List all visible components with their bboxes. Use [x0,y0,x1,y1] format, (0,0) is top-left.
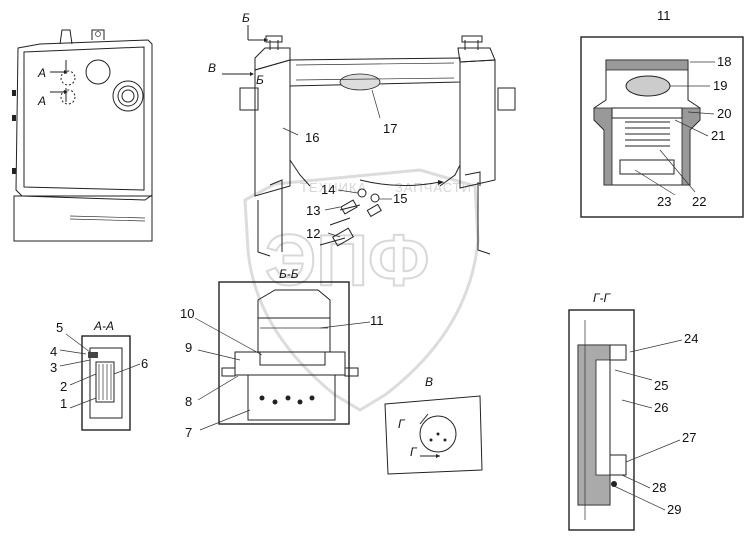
callout-29: 29 [667,502,681,517]
callout-24: 24 [684,331,698,346]
callout-21: 21 [711,128,725,143]
callout-26: 26 [654,400,668,415]
callout-11: 11 [370,313,384,328]
callout-14: 14 [321,182,335,197]
callout-27: 27 [682,430,696,445]
section-b-b: Б-Б [218,267,359,425]
callout-7: 7 [185,425,192,440]
callout-23: 23 [657,194,671,209]
detail-11: 11 [580,8,744,218]
arrow-label-v: В [208,61,216,75]
callout-25: 25 [654,378,668,393]
callout-16: 16 [305,130,319,145]
watermark-line1: ТЕХНИКА [300,180,367,195]
callout-9: 9 [185,340,192,355]
section-label-b-b: Б-Б [279,267,299,281]
section-a-a: А-А [81,319,131,431]
watermark-logo: ЭПФ [265,221,429,301]
callout-18: 18 [717,54,731,69]
callout-4: 4 [50,344,57,359]
callout-22: 22 [692,194,706,209]
callout-3: 3 [50,360,57,375]
callout-labels: 1 2 3 4 5 6 7 8 9 10 11 12 13 14 15 16 1… [50,54,731,517]
callout-28: 28 [652,480,666,495]
callout-8: 8 [185,394,192,409]
callout-19: 19 [713,78,727,93]
callout-2: 2 [60,379,67,394]
callout-1: 1 [60,396,67,411]
watermark-line2: ЗАПЧАСТИ [395,180,472,195]
leader-lines [59,61,715,511]
callout-12: 12 [306,226,320,241]
view-v: В Г Г [384,375,483,475]
callout-17: 17 [383,121,397,136]
callout-15: 15 [393,191,407,206]
watermark: ТЕХНИКА ЗАПЧАСТИ ЭПФ [243,168,480,412]
view-label-v: В [425,375,433,389]
callout-6: 6 [141,356,148,371]
arrow-label-a-bottom: А [37,94,46,108]
view-label-11: 11 [657,8,671,23]
callout-10: 10 [180,306,194,321]
arrow-label-a-top: А [37,66,46,80]
arrow-label-g-top: Г [398,417,406,431]
callout-5: 5 [56,320,63,335]
section-label-a-a: А-А [93,319,114,333]
callout-20: 20 [717,106,731,121]
section-label-g-g: Г-Г [593,291,612,305]
frame-assembly: В Б Б [208,11,516,257]
arrow-label-g-bottom: Г [410,445,418,459]
arrow-label-b-top: Б [242,11,250,25]
section-g-g: Г-Г [568,291,635,531]
callout-13: 13 [306,203,320,218]
arrow-label-b-side: Б [256,73,264,87]
side-panel-view: А А [12,29,153,242]
